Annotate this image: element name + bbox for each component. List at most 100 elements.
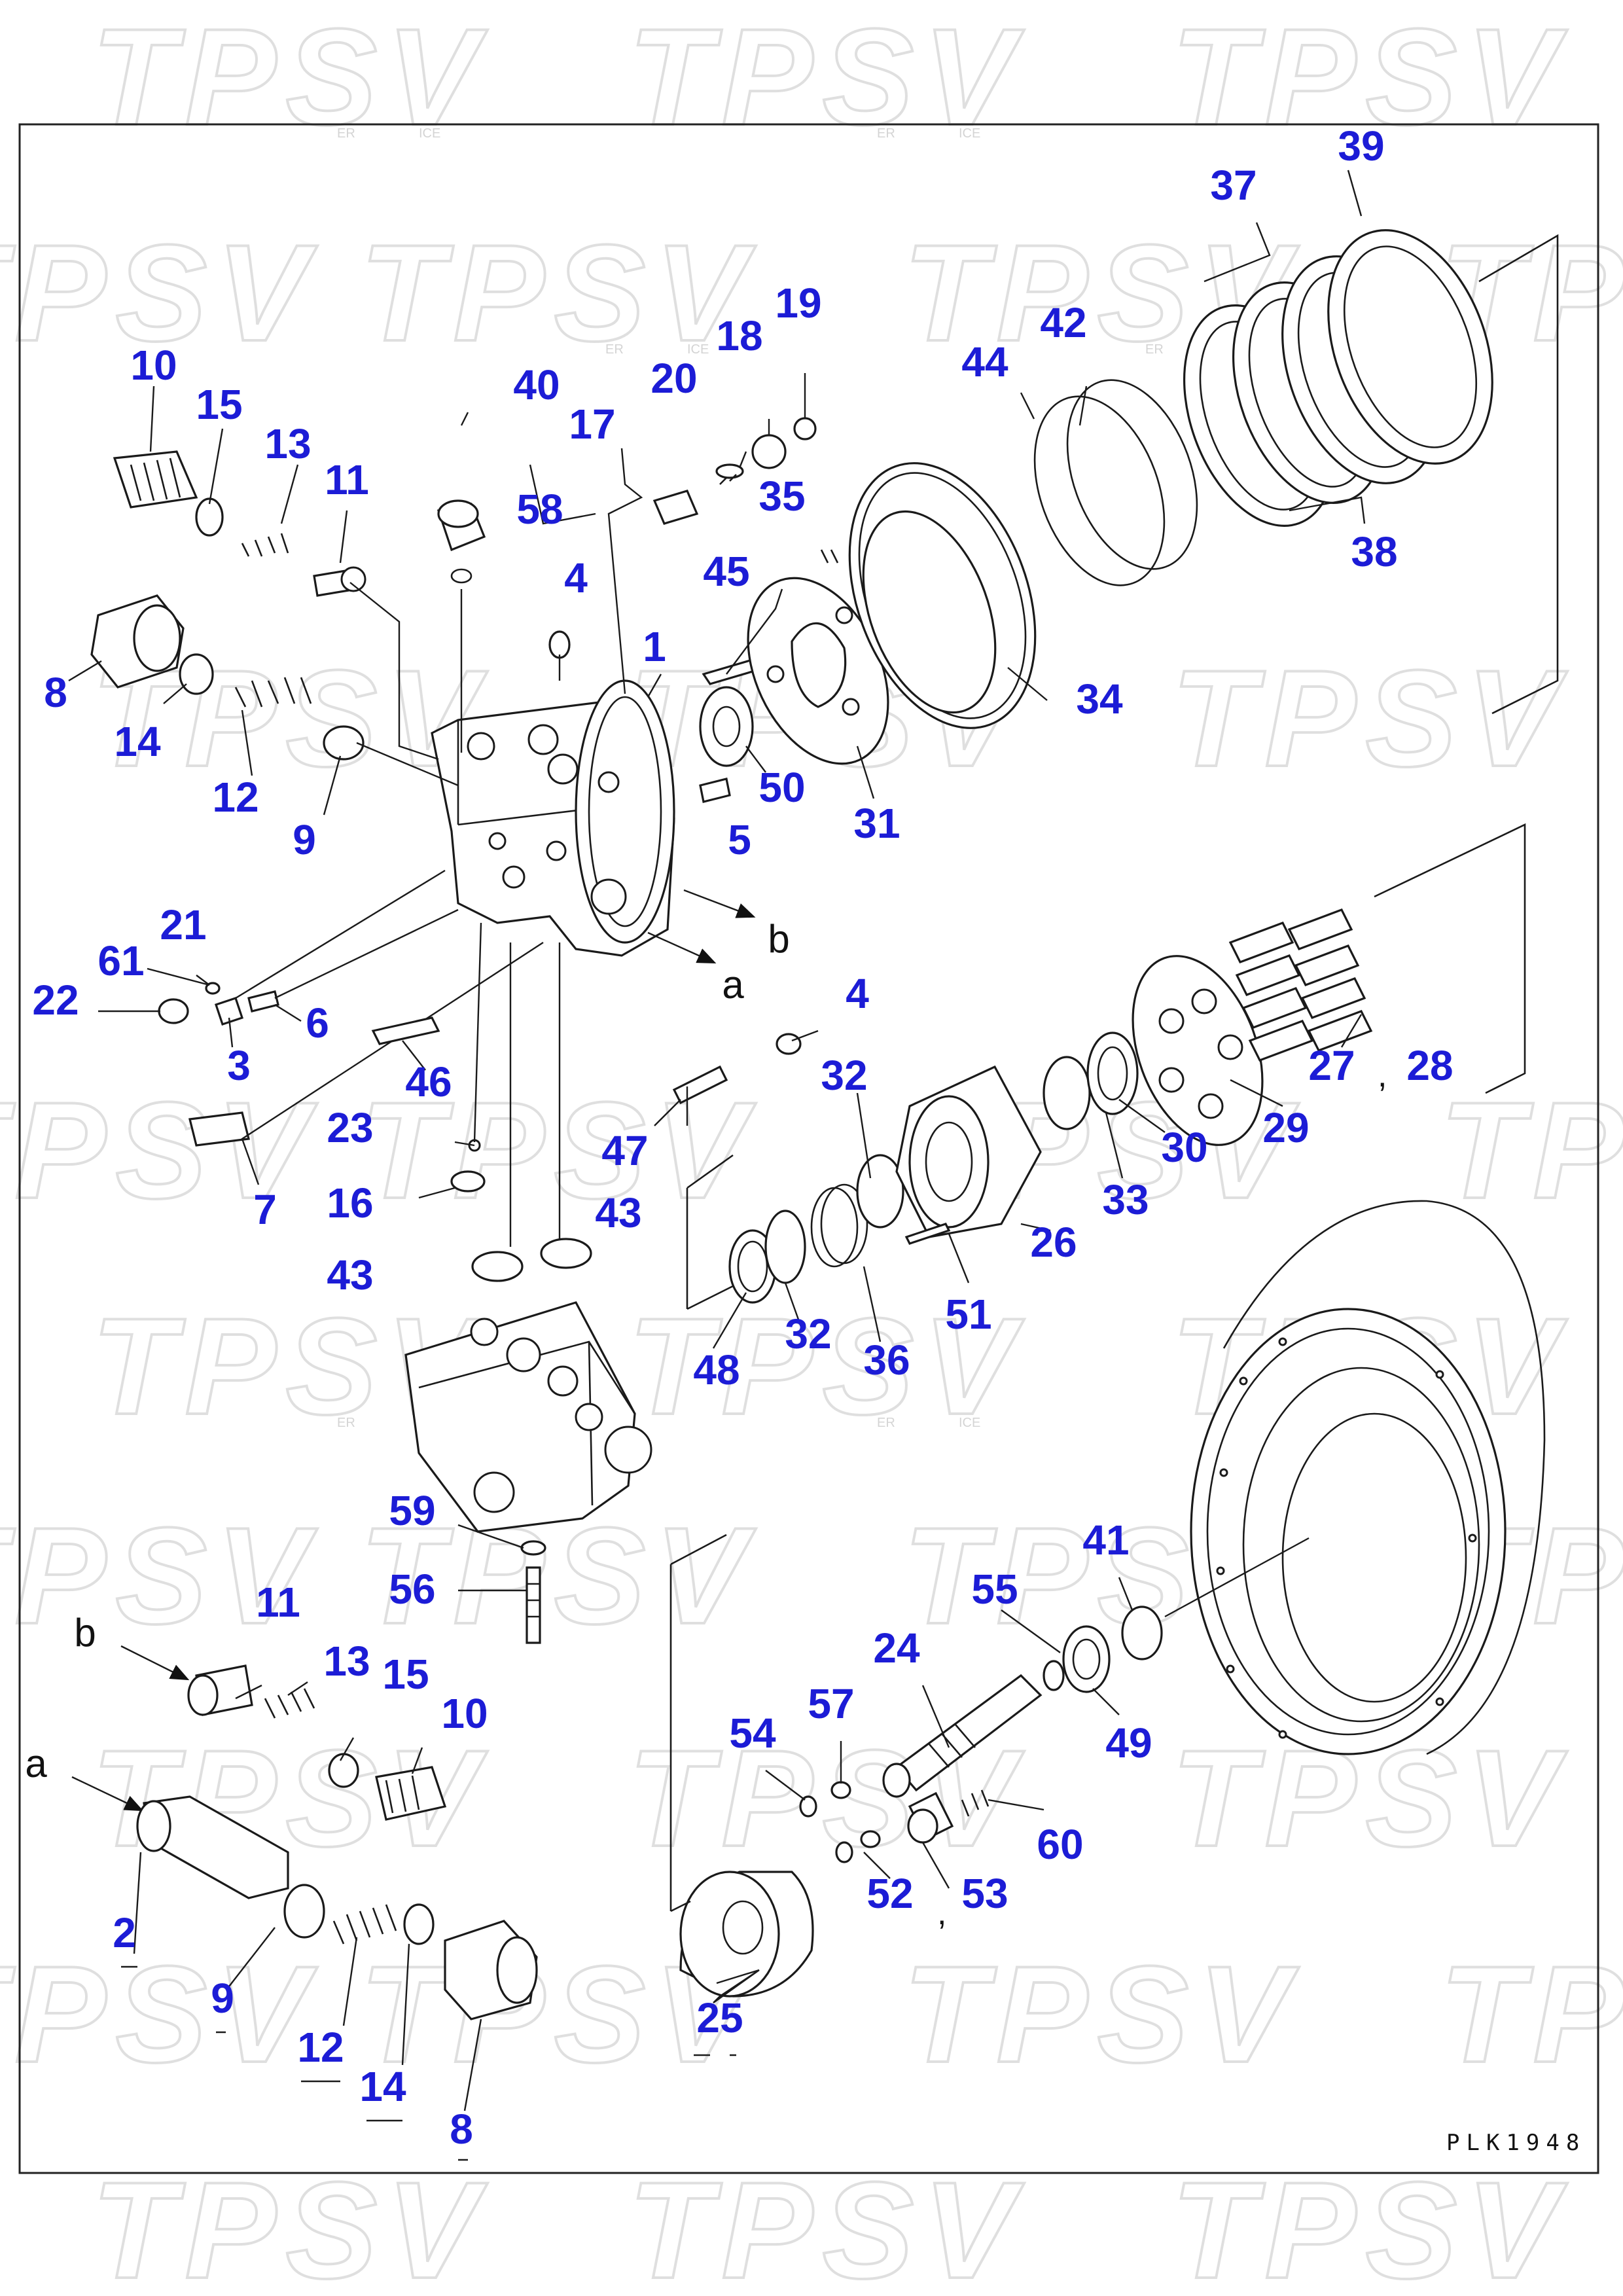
- callout-27: 27: [1308, 1042, 1355, 1089]
- callout-24: 24: [873, 1624, 920, 1672]
- watermark: TPSV: [92, 0, 488, 154]
- callout-46: 46: [405, 1058, 452, 1105]
- callout-28: 28: [1406, 1042, 1453, 1089]
- callout-54: 54: [729, 1710, 776, 1757]
- check-valve-parts: [98, 869, 819, 1199]
- watermark: TPSV: [1171, 2153, 1567, 2296]
- watermark-sub: ER: [337, 126, 355, 141]
- watermark-sub: ICE: [419, 126, 440, 141]
- watermark: TPSV: [92, 2153, 488, 2296]
- callout-16: 16: [327, 1179, 373, 1227]
- callout-26: 26: [1030, 1219, 1077, 1266]
- callout-23: 23: [327, 1104, 373, 1151]
- callout-13: 13: [264, 420, 311, 467]
- drawing-code: PLK1948: [1446, 2130, 1586, 2156]
- watermark: TPSV: [0, 1499, 317, 1653]
- watermark-sub: ER: [337, 1416, 355, 1430]
- leader-59: [457, 1524, 524, 1549]
- callout-13: 13: [323, 1638, 370, 1685]
- callout-2: 2: [113, 1909, 136, 1956]
- callout-29: 29: [1262, 1104, 1309, 1151]
- watermark: TPSV: [903, 1937, 1299, 2091]
- watermark-sub: ICE: [959, 126, 980, 141]
- callout-3: 3: [227, 1042, 251, 1089]
- callout-42: 42: [1040, 299, 1086, 346]
- flow-arrows-upper: b a: [647, 889, 790, 1007]
- watermark: TPSV: [1440, 1073, 1623, 1227]
- flow-arrow-a-label: a: [722, 963, 744, 1007]
- callout-14: 14: [359, 2063, 406, 2110]
- callout-53: 53: [961, 1870, 1008, 1917]
- valve-block: [404, 1238, 652, 1533]
- flow-arrow-b-label: b: [768, 917, 789, 961]
- callout-37: 37: [1210, 162, 1257, 209]
- callout-58: 58: [516, 486, 563, 533]
- callout-59: 59: [389, 1487, 435, 1534]
- callout-6: 6: [306, 999, 329, 1047]
- bolt-56: [520, 1540, 546, 1644]
- callout-15: 15: [382, 1651, 429, 1698]
- callout-18: 18: [716, 312, 762, 359]
- watermark-sub: ER: [605, 342, 624, 357]
- watermark: TPSV: [628, 2153, 1024, 2296]
- leader-lines-middle: [712, 1014, 1363, 1349]
- callout-43: 43: [327, 1251, 373, 1299]
- separator-comma: ,: [937, 1894, 946, 1932]
- separator-comma: ,: [1378, 1056, 1387, 1094]
- callout-32: 32: [821, 1052, 867, 1099]
- watermark: TPSV: [360, 216, 756, 370]
- callout-1: 1: [643, 623, 666, 670]
- callout-19: 19: [775, 279, 821, 327]
- plates-37-38-39: [1183, 229, 1493, 527]
- watermark: TPSV: [1171, 641, 1567, 795]
- watermark-sub: ICE: [959, 1416, 980, 1430]
- callout-31: 31: [853, 800, 900, 847]
- watermark: TPSV: [628, 0, 1024, 154]
- callout-38: 38: [1351, 528, 1397, 575]
- callout-50: 50: [758, 764, 805, 811]
- drawing-frame: [18, 123, 1599, 2174]
- callout-10: 10: [130, 342, 177, 389]
- relief-valve-upper: [90, 450, 486, 761]
- watermark-sub: ER: [1145, 342, 1164, 357]
- motor-drum: [1190, 1200, 1546, 1755]
- bracket-line: [1478, 234, 1559, 715]
- callout-51: 51: [945, 1291, 991, 1338]
- watermark: TPSV: [360, 1499, 756, 1653]
- connector-lines: [509, 942, 688, 1247]
- callout-8: 8: [44, 669, 67, 716]
- shaft-assembly: [669, 1534, 1310, 1998]
- callout-4: 4: [846, 970, 869, 1017]
- callout-40: 40: [513, 361, 560, 408]
- leader-lines-upper: [68, 170, 1366, 816]
- main-housing: [431, 679, 675, 957]
- lower-valve-assembly: b a: [25, 1611, 538, 2161]
- callout-45: 45: [703, 548, 749, 595]
- watermark: TPSV: [0, 1073, 317, 1227]
- callout-25: 25: [696, 1994, 743, 2041]
- callout-61: 61: [98, 937, 144, 984]
- callout-60: 60: [1037, 1821, 1083, 1868]
- callout-33: 33: [1102, 1176, 1149, 1223]
- rotating-group: [686, 823, 1526, 1310]
- callout-55: 55: [971, 1566, 1018, 1613]
- callout-11: 11: [325, 456, 369, 503]
- callout-36: 36: [863, 1336, 910, 1384]
- callouts: 1 2 3 4 4 5 6 7 8 8 9 9 10 10 11 11 12 1…: [32, 122, 1453, 2153]
- watermark: TPSV: [0, 216, 317, 370]
- callout-9: 9: [293, 816, 316, 863]
- leader-lines-lower: [694, 1577, 1133, 2056]
- plug-components: [548, 417, 839, 803]
- flow-arrow-b-label-lower: b: [74, 1611, 96, 1655]
- callout-20: 20: [651, 355, 697, 402]
- callout-8: 8: [450, 2106, 473, 2153]
- callout-12: 12: [212, 774, 259, 821]
- swash-plate-31: [747, 577, 889, 765]
- callout-47: 47: [601, 1127, 648, 1174]
- callout-35: 35: [758, 473, 805, 520]
- piston-ring-34: [848, 462, 1037, 729]
- flow-arrow-a-label-lower: a: [25, 1742, 47, 1785]
- rings-42-44: [1033, 379, 1198, 586]
- callout-12: 12: [297, 2024, 344, 2071]
